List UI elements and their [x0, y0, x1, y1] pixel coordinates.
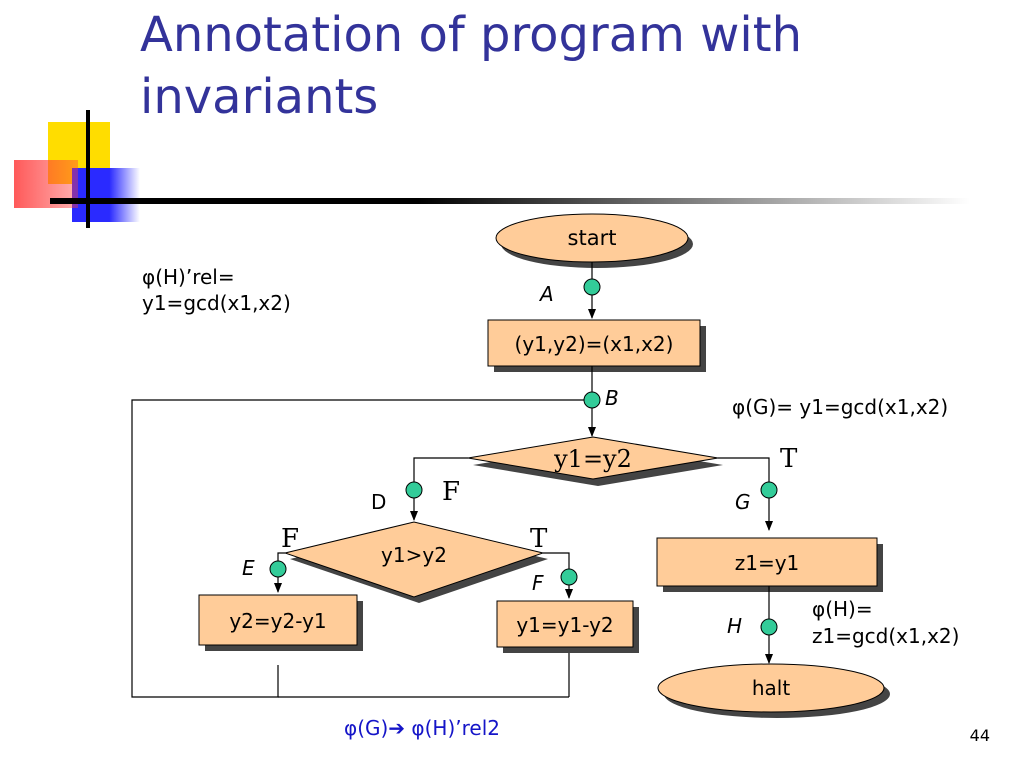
point-B	[583, 391, 601, 409]
annotation-phi-h-rel-line-2: y1=gcd(x1,x2)	[142, 291, 291, 315]
edge-cond-eq-false	[410, 457, 468, 521]
slide-title-line-1: Annotation of program with	[140, 7, 802, 63]
sub-y1-label: y1=y1-y2	[516, 613, 613, 637]
sub-y2-label: y2=y2-y1	[229, 609, 326, 633]
branch-gt-false-label: F	[281, 524, 300, 554]
halt-node	[657, 663, 885, 713]
slide-title: Annotation of program with invariants	[140, 4, 1000, 128]
branch-gt-true-label: T	[530, 524, 548, 554]
annotation-phi-h-line-2: z1=gcd(x1,x2)	[812, 624, 960, 648]
point-H-label: H	[727, 614, 743, 638]
edge-cond-gt-false	[274, 552, 285, 593]
cond-gt-label: y1>y2	[381, 543, 447, 567]
annotation-phi-h-rel-line-1: φ(H)’rel=	[142, 265, 235, 289]
point-E-label: E	[242, 556, 255, 580]
point-F-label: F	[532, 571, 544, 595]
halt-node-label: halt	[752, 676, 790, 700]
edge-cond-eq-true	[718, 457, 773, 531]
title-divider	[50, 198, 970, 204]
branch-eq-true-label: T	[780, 444, 798, 474]
point-D-label: D	[371, 490, 387, 514]
point-G-label: G	[735, 490, 751, 514]
slide-title-line-2: invariants	[140, 69, 379, 125]
point-H	[760, 618, 778, 636]
point-A-label: A	[540, 282, 554, 306]
annotation-phi-h-line-1: φ(H)=	[812, 597, 873, 621]
point-E	[269, 560, 287, 578]
annotation-phi-h: φ(H)= z1=gcd(x1,x2)	[812, 596, 959, 650]
assign-node-label: (y1,y2)=(x1,x2)	[515, 332, 674, 356]
sub-y1-node	[496, 600, 634, 648]
cond-eq-label: y1=y2	[553, 445, 632, 473]
start-node-label: start	[568, 226, 617, 250]
sub-y2-node	[198, 594, 358, 646]
point-G	[760, 481, 778, 499]
edge-loop-back	[131, 399, 584, 698]
point-B-label: B	[605, 386, 619, 410]
annotation-phi-g: φ(G)= y1=gcd(x1,x2)	[732, 395, 949, 419]
footer-formula: φ(G)➔ φ(H)’rel2	[344, 716, 500, 740]
decor-blue-square	[72, 168, 140, 222]
assign-z-label: z1=y1	[735, 551, 800, 575]
assign-node	[487, 319, 701, 367]
page-number: 44	[969, 726, 990, 745]
decor-vertical-line	[86, 110, 90, 228]
branch-eq-false-label: F	[442, 477, 461, 507]
point-A	[583, 278, 601, 296]
point-F	[560, 568, 578, 586]
assign-z-node	[656, 537, 878, 587]
annotation-phi-h-rel: φ(H)’rel= y1=gcd(x1,x2)	[142, 264, 291, 316]
point-D	[405, 481, 423, 499]
